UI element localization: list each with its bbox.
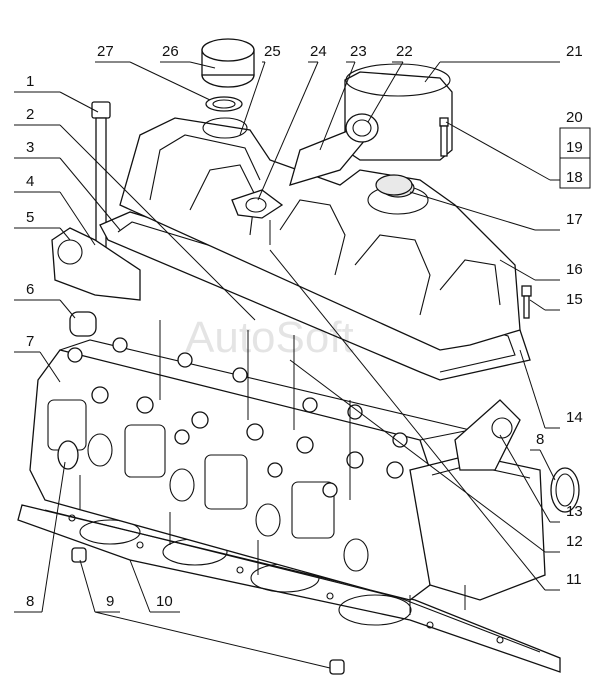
callout-label-20: 20 xyxy=(566,109,583,126)
callout-label-4: 4 xyxy=(26,173,34,190)
cylinder-head-block xyxy=(29,339,546,615)
callout-label-16: 16 xyxy=(566,261,583,278)
leader-lines xyxy=(14,61,591,669)
callout-label-24: 24 xyxy=(310,43,327,60)
cover-bolt-part xyxy=(521,285,532,319)
callout-label-8-right: 8 xyxy=(536,431,544,448)
breather-hose-part xyxy=(289,113,379,186)
callout-label-25: 25 xyxy=(264,43,281,60)
stud-nut-part xyxy=(439,117,449,157)
callout-label-18: 18 xyxy=(566,169,583,186)
callout-label-15: 15 xyxy=(566,291,583,308)
callout-label-12: 12 xyxy=(566,533,583,550)
callout-label-6: 6 xyxy=(26,281,34,298)
callout-label-8-left: 8 xyxy=(26,593,34,610)
callout-label-22: 22 xyxy=(396,43,413,60)
callout-label-21: 21 xyxy=(566,43,583,60)
callout-label-23: 23 xyxy=(350,43,367,60)
hose-bracket-part xyxy=(231,189,284,245)
callout-label-17: 17 xyxy=(566,211,583,228)
watermark: AutoSoft xyxy=(185,313,354,362)
callout-label-1: 1 xyxy=(26,73,34,90)
callout-label-14: 14 xyxy=(566,409,583,426)
expansion-plug-part xyxy=(57,440,580,513)
spacer-sleeve-part xyxy=(69,311,97,337)
callout-label-9: 9 xyxy=(106,593,114,610)
callout-label-2: 2 xyxy=(26,106,34,123)
callout-label-19: 19 xyxy=(566,139,583,156)
callout-label-5: 5 xyxy=(26,209,34,226)
callout-label-7: 7 xyxy=(26,333,34,350)
callout-label-3: 3 xyxy=(26,139,34,156)
lifting-bracket-part xyxy=(51,227,141,301)
callout-label-26: 26 xyxy=(162,43,179,60)
callout-label-10: 10 xyxy=(156,593,173,610)
callout-label-13: 13 xyxy=(566,503,583,520)
dowel-sleeve-part xyxy=(71,547,345,675)
grommet-part xyxy=(375,174,413,196)
valve-gear-assembly xyxy=(67,320,408,500)
oil-filler-cap-part xyxy=(201,38,255,112)
callout-label-11: 11 xyxy=(566,571,582,588)
callout-labels: 1 2 3 4 5 6 7 8 8 9 10 11 12 13 14 15 16… xyxy=(26,43,583,610)
callout-label-27: 27 xyxy=(97,43,114,60)
